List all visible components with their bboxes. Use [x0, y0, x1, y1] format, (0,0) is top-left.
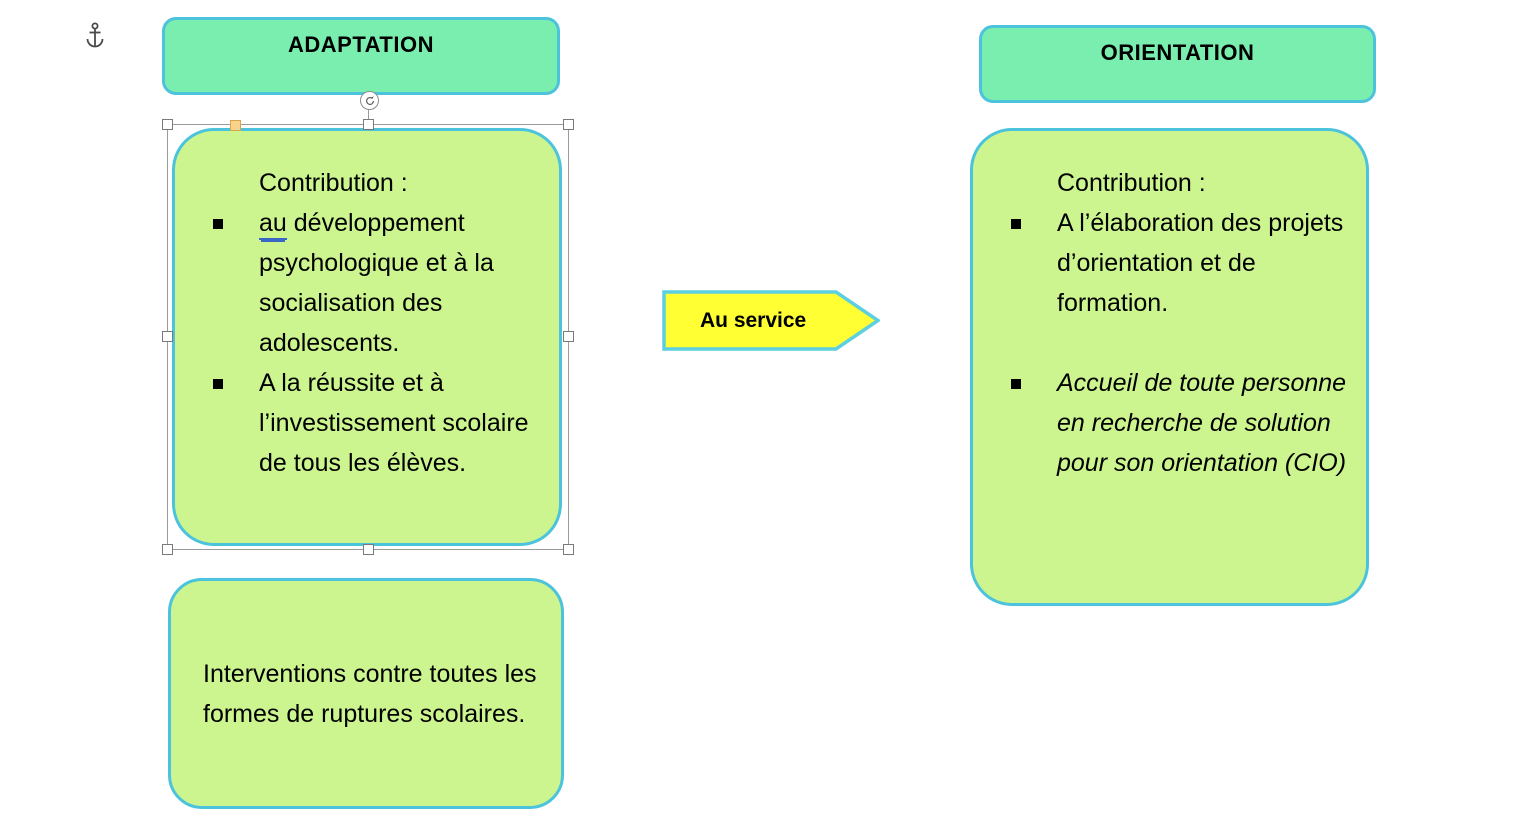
adaptation-contribution-card[interactable]: Contribution : au développement psycholo…	[172, 128, 562, 546]
handle-top-middle[interactable]	[363, 119, 374, 130]
bullet-text: développement psychologique et à la soci…	[259, 209, 494, 357]
handle-top-left[interactable]	[162, 119, 173, 130]
au-service-arrow[interactable]: Au service	[662, 290, 880, 351]
orientation-bullet-list: A l’élaboration des projets d’orientatio…	[973, 203, 1366, 483]
rotation-handle-stem	[368, 108, 369, 125]
bullet-text: A la réussite et à l’investissement scol…	[259, 369, 529, 477]
orientation-header-label: ORIENTATION	[1100, 40, 1255, 65]
handle-top-right[interactable]	[563, 119, 574, 130]
list-item: A la réussite et à l’investissement scol…	[175, 363, 559, 483]
adaptation-interventions-text: Interventions contre toutes les formes d…	[203, 659, 537, 728]
adaptation-lead-text: Contribution :	[259, 169, 408, 197]
handle-bottom-right[interactable]	[563, 544, 574, 555]
handle-middle-left[interactable]	[162, 331, 173, 342]
adaptation-bullet-list: au développement psychologique et à la s…	[175, 203, 559, 483]
bullet-text: A l’élaboration des projets d’orientatio…	[1057, 209, 1344, 317]
handle-bottom-left[interactable]	[162, 544, 173, 555]
adaptation-header-label: ADAPTATION	[288, 32, 434, 57]
list-item: au développement psychologique et à la s…	[175, 203, 559, 363]
bullet-text: Accueil de toute personne en recherche d…	[1057, 369, 1347, 477]
au-service-label: Au service	[700, 308, 807, 332]
adaptation-header-box[interactable]: ADAPTATION	[162, 17, 560, 95]
handle-middle-right[interactable]	[563, 331, 574, 342]
rotate-clockwise-icon[interactable]	[360, 91, 379, 110]
handle-bottom-middle[interactable]	[363, 544, 374, 555]
grammar-flagged-word: au	[259, 209, 287, 240]
adaptation-card-content: Contribution : au développement psycholo…	[175, 163, 559, 483]
adaptation-interventions-card[interactable]: Interventions contre toutes les formes d…	[168, 578, 564, 809]
arrow-right-icon	[662, 290, 880, 351]
orientation-contribution-card[interactable]: Contribution : A l’élaboration des proje…	[970, 128, 1369, 606]
orientation-card-content: Contribution : A l’élaboration des proje…	[973, 163, 1366, 483]
orientation-lead-text: Contribution :	[1057, 169, 1206, 197]
corner-radius-adjust-handle[interactable]	[230, 120, 241, 131]
list-item: Accueil de toute personne en recherche d…	[973, 363, 1366, 483]
anchor-icon	[84, 22, 106, 50]
list-item: A l’élaboration des projets d’orientatio…	[973, 203, 1366, 323]
orientation-header-box[interactable]: ORIENTATION	[979, 25, 1376, 103]
